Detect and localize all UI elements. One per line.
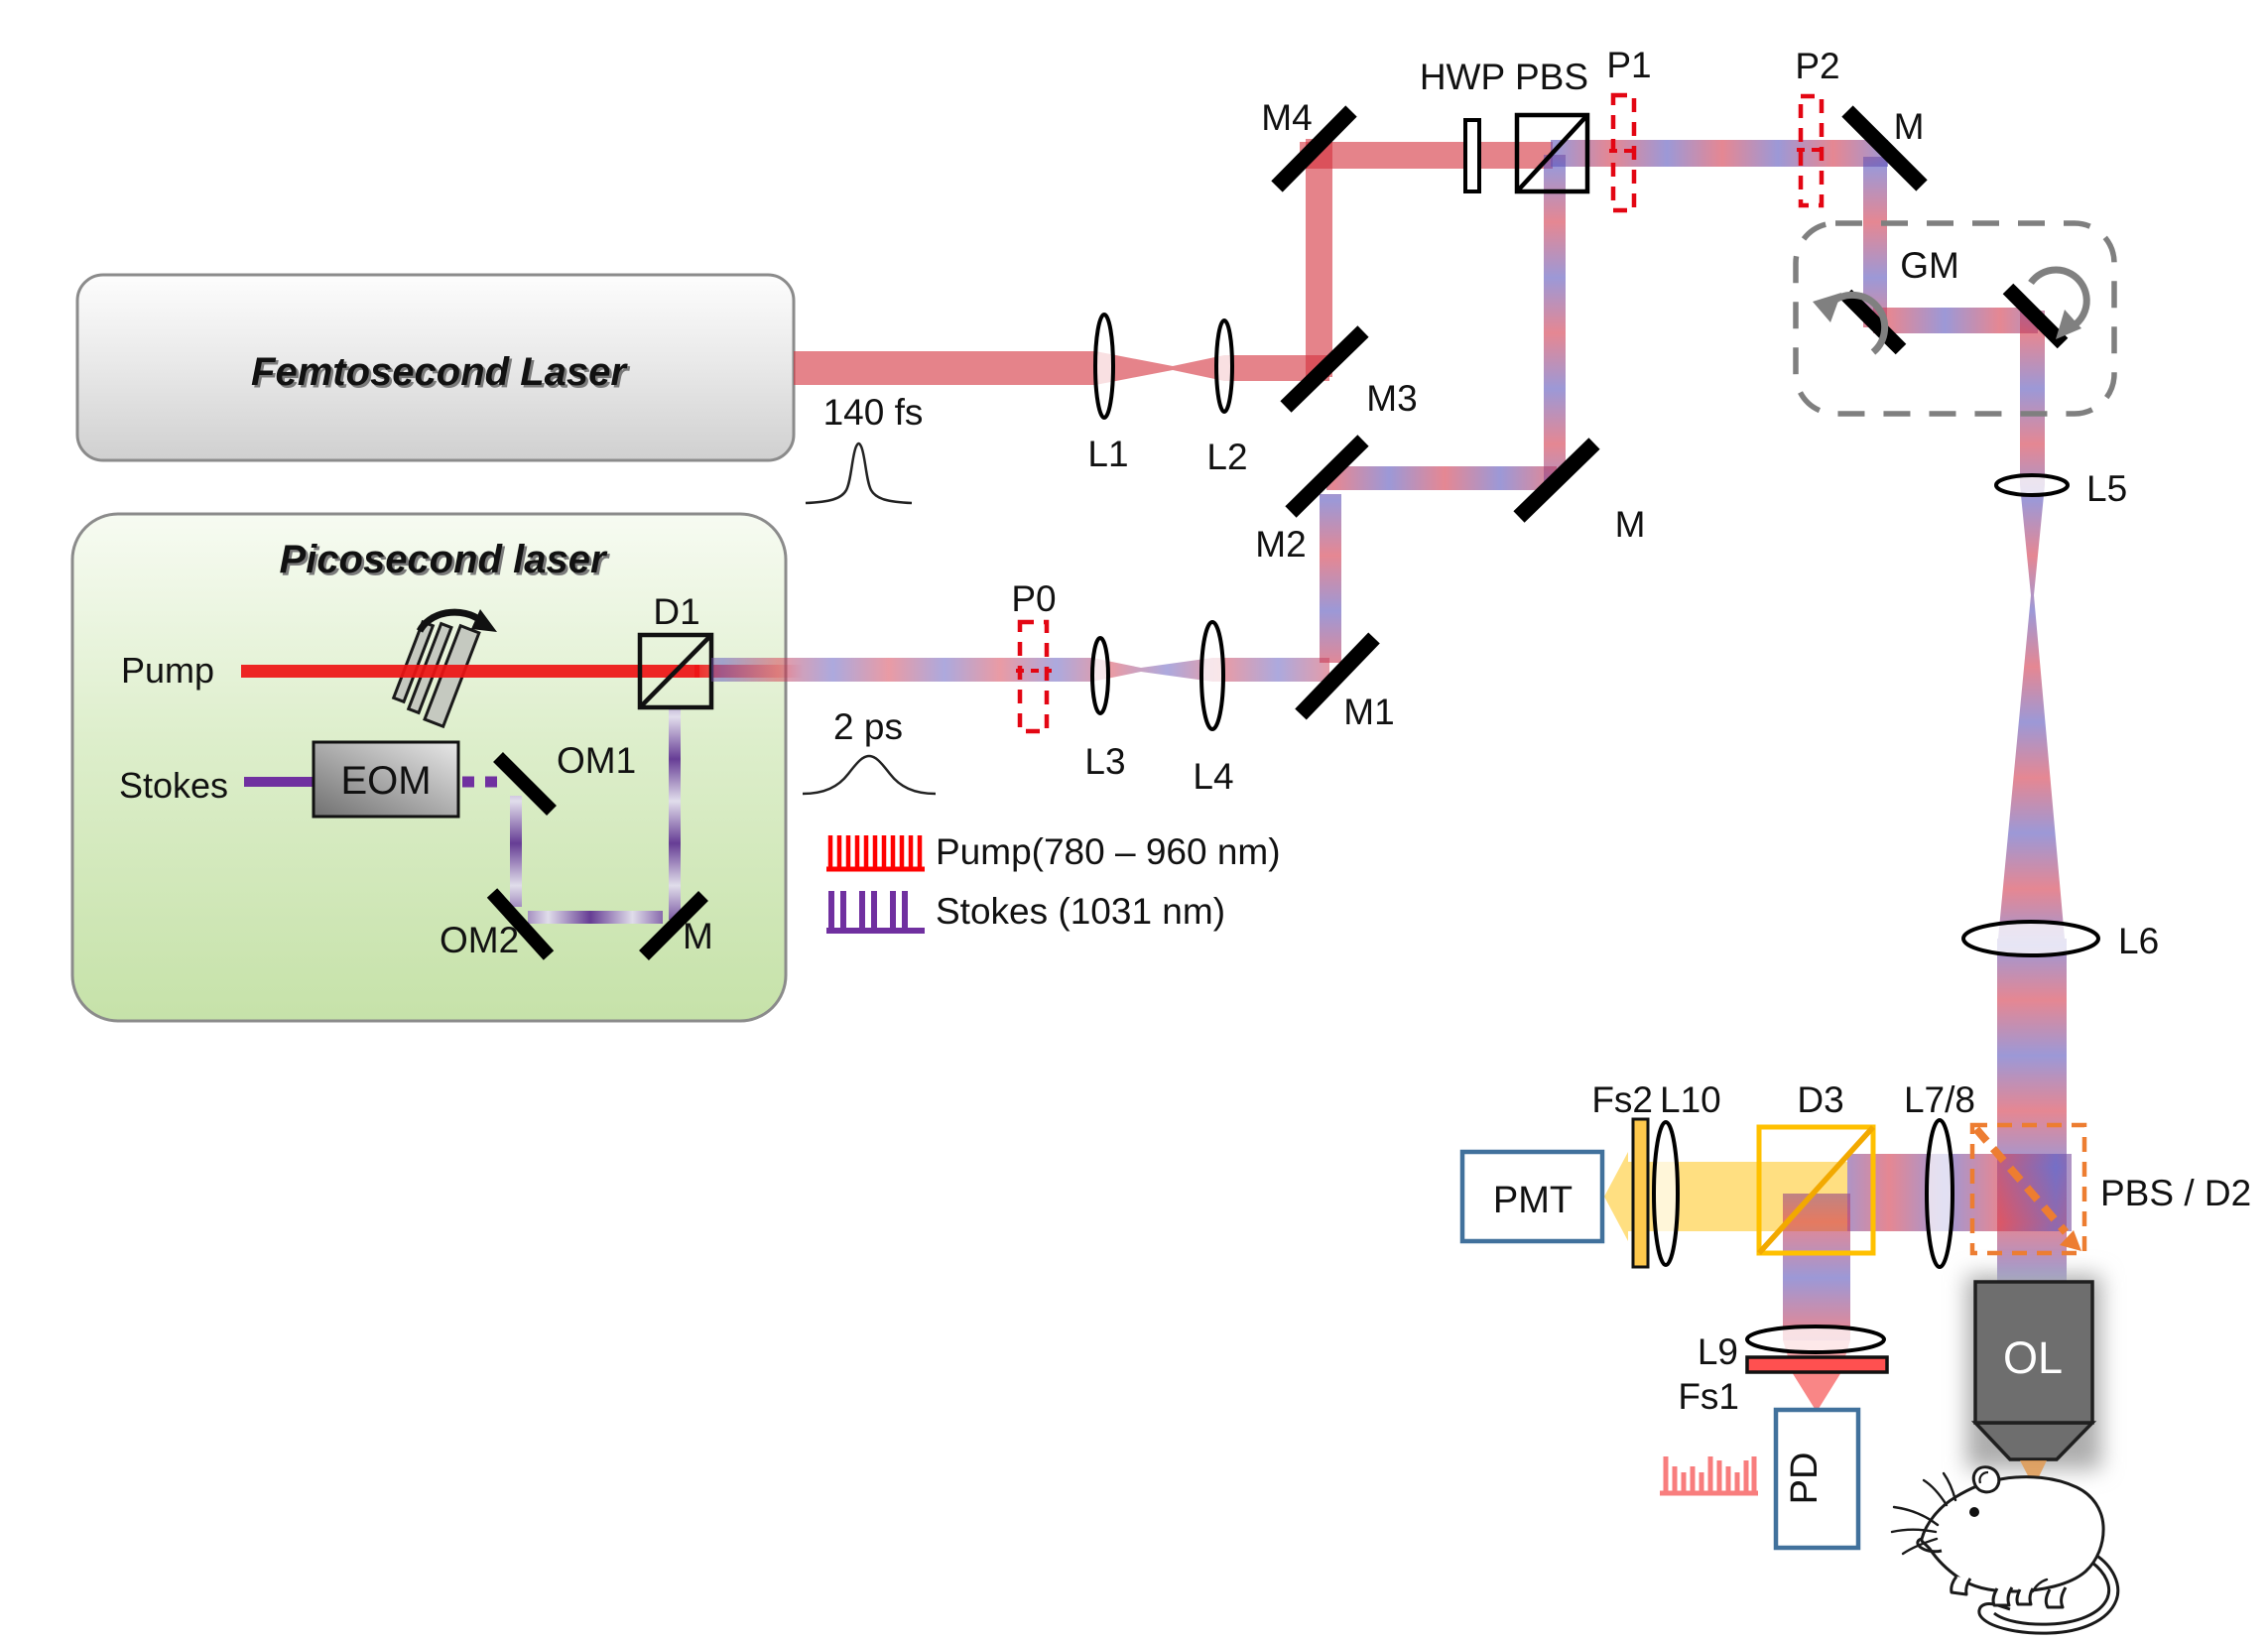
- svg-text:2 ps: 2 ps: [833, 706, 903, 747]
- svg-text:P1: P1: [1606, 45, 1651, 85]
- svg-text:OM2: OM2: [440, 920, 519, 960]
- svg-text:M2: M2: [1255, 524, 1306, 565]
- svg-text:Picosecond laser: Picosecond laser: [279, 538, 607, 581]
- svg-text:M: M: [683, 916, 713, 956]
- svg-text:OL: OL: [2003, 1332, 2063, 1383]
- svg-text:Femtosecond Laser: Femtosecond Laser: [254, 353, 631, 397]
- svg-text:PBS / D2: PBS / D2: [2100, 1173, 2251, 1213]
- svg-text:Stokes (1031 nm): Stokes (1031 nm): [936, 891, 1225, 932]
- svg-text:L10: L10: [1660, 1079, 1721, 1120]
- svg-text:M: M: [1894, 106, 1925, 147]
- svg-text:M3: M3: [1366, 378, 1417, 419]
- svg-text:L1: L1: [1087, 434, 1128, 474]
- svg-text:L4: L4: [1193, 756, 1233, 797]
- svg-text:P0: P0: [1011, 578, 1056, 619]
- svg-text:Picosecond laser: Picosecond laser: [282, 541, 610, 584]
- svg-text:EOM: EOM: [340, 759, 431, 803]
- svg-text:L5: L5: [2086, 468, 2127, 509]
- svg-text:Fs1: Fs1: [1678, 1376, 1739, 1417]
- svg-text:Fs2: Fs2: [1591, 1079, 1653, 1120]
- svg-text:L6: L6: [2118, 921, 2159, 961]
- svg-text:Pump: Pump: [121, 650, 214, 691]
- svg-text:M: M: [1615, 504, 1646, 545]
- svg-text:D1: D1: [653, 591, 699, 632]
- svg-text:Stokes: Stokes: [119, 765, 228, 806]
- svg-text:OM1: OM1: [557, 740, 636, 781]
- svg-text:L7/8: L7/8: [1904, 1079, 1975, 1120]
- svg-text:PD: PD: [1784, 1453, 1826, 1505]
- svg-text:M4: M4: [1261, 97, 1312, 138]
- svg-text:GM: GM: [1900, 245, 1959, 286]
- svg-text:Pump(780 – 960 nm): Pump(780 – 960 nm): [936, 831, 1281, 872]
- svg-text:M1: M1: [1343, 692, 1394, 732]
- svg-text:Femtosecond Laser: Femtosecond Laser: [251, 350, 628, 394]
- svg-text:L2: L2: [1206, 437, 1247, 477]
- svg-text:D3: D3: [1797, 1079, 1843, 1120]
- svg-text:HWP: HWP: [1420, 57, 1505, 97]
- svg-text:PBS: PBS: [1515, 57, 1588, 97]
- svg-text:140 fs: 140 fs: [823, 392, 924, 433]
- svg-text:L3: L3: [1084, 741, 1125, 782]
- svg-text:P2: P2: [1795, 46, 1839, 86]
- svg-text:L9: L9: [1698, 1331, 1738, 1372]
- svg-text:PMT: PMT: [1493, 1180, 1573, 1221]
